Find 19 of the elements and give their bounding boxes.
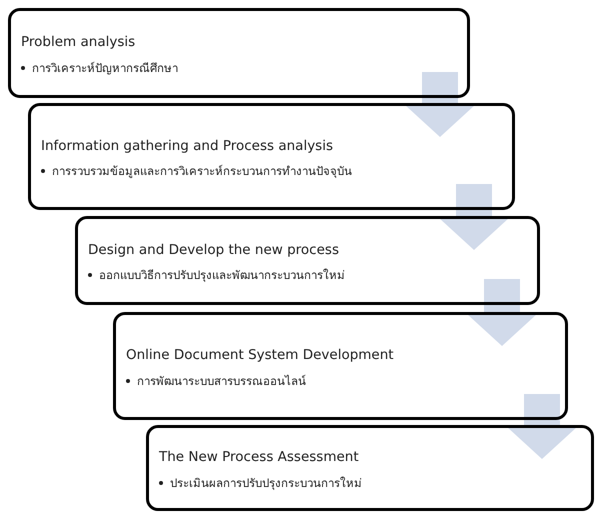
- bullet-item: การวิเคราะห์ปัญหากรณีศึกษา: [32, 60, 178, 76]
- step-heading: Problem analysis: [21, 33, 136, 52]
- bullet-item: การพัฒนาระบบสารบรรณออนไลน์: [137, 372, 306, 389]
- bullet-item: ประเมินผลการปรับปรุงกระบวนการใหม่: [170, 474, 362, 491]
- step-heading: Online Document System Development: [126, 346, 395, 366]
- step-heading: The New Process Assessment: [159, 448, 360, 468]
- bullet-item: ออกแบบวิธีการปรับปรุงและพัฒนากระบวนการใหม่: [99, 267, 345, 284]
- bullet-item: การรวบรวมข้อมูลและการวิเคราะห์กระบวนการทำงานปัจจุบัน: [52, 163, 352, 180]
- block-arrow: [507, 394, 577, 459]
- step-box: [8, 8, 470, 98]
- step-box: [146, 425, 594, 511]
- step-heading: Design and Develop the new process: [88, 240, 340, 260]
- step-heading: Information gathering and Process analysis: [41, 136, 334, 156]
- step-box: [113, 312, 568, 420]
- block-arrow: [439, 184, 509, 250]
- block-arrow: [467, 279, 537, 346]
- block-arrow: [405, 72, 475, 137]
- step-box: [75, 216, 540, 305]
- step-box: [28, 103, 515, 210]
